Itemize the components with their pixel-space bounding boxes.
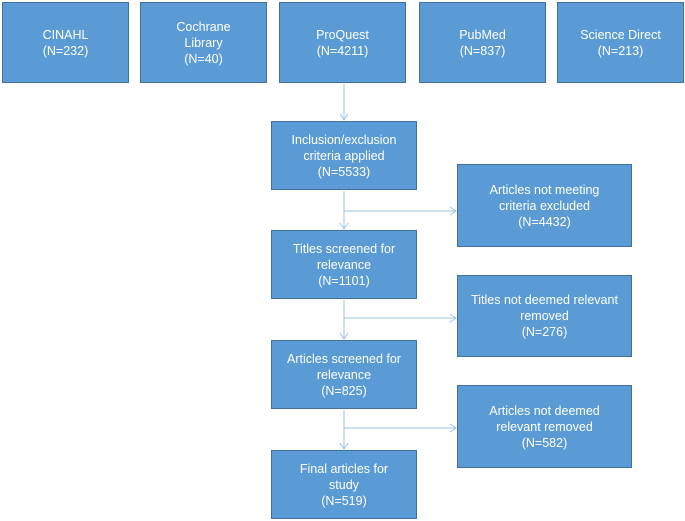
arrow-to-titles-removed-arrowhead bbox=[449, 313, 457, 323]
exclusion-box-titles-removed: Titles not deemed relevant removed (N=27… bbox=[457, 275, 632, 357]
db-box-cochrane: Cochrane Library (N=40) bbox=[140, 2, 267, 83]
arrow-to-articles-removed-arrowhead bbox=[449, 423, 457, 433]
arrow-criteria-to-titles-arrowhead bbox=[339, 222, 349, 230]
arrow-titles-to-articles-arrowhead bbox=[339, 332, 349, 340]
db-box-cinahl: CINAHL (N=232) bbox=[2, 2, 129, 83]
db-box-science-direct: Science Direct (N=213) bbox=[557, 2, 684, 83]
arrow-to-criteria-excluded-arrowhead bbox=[449, 206, 457, 216]
db-box-pubmed: PubMed (N=837) bbox=[419, 2, 546, 83]
step-box-articles-screened: Articles screened for relevance (N=825) bbox=[271, 340, 417, 409]
step-box-final-articles: Final articles for study (N=519) bbox=[271, 450, 417, 519]
step-box-inclusion-criteria: Inclusion/exclusion criteria applied (N=… bbox=[271, 121, 417, 190]
step-box-titles-screened: Titles screened for relevance (N=1101) bbox=[271, 230, 417, 299]
arrow-databases-to-criteria-arrowhead bbox=[339, 113, 349, 121]
exclusion-box-articles-removed: Articles not deemed relevant removed (N=… bbox=[457, 385, 632, 468]
exclusion-box-criteria-excluded: Articles not meeting criteria excluded (… bbox=[457, 164, 632, 247]
db-box-proquest: ProQuest (N=4211) bbox=[279, 2, 406, 83]
arrow-articles-to-final-arrowhead bbox=[339, 442, 349, 450]
